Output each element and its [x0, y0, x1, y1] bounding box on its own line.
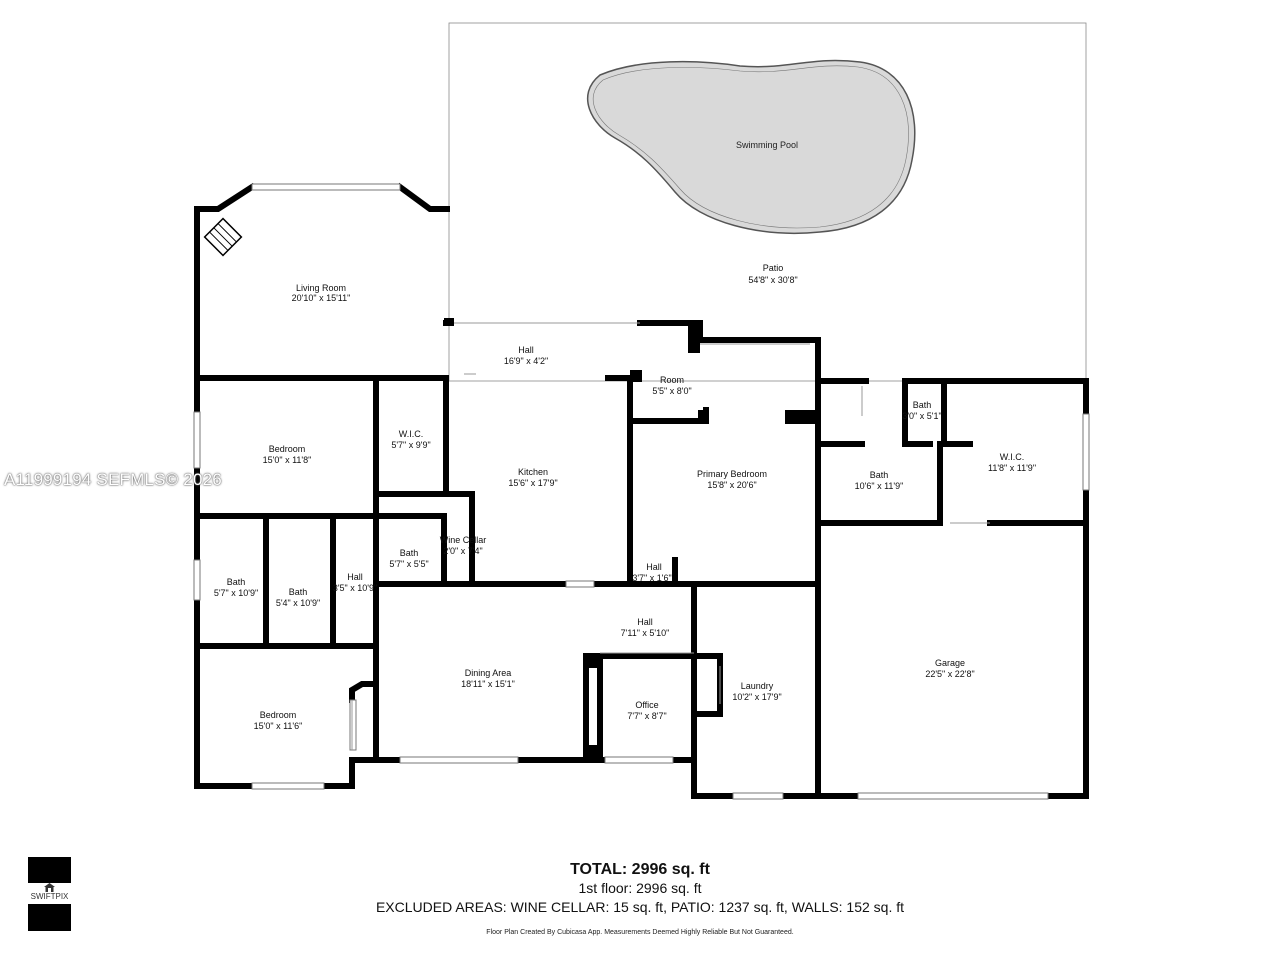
room-dims: 22'5" x 22'8" — [925, 669, 974, 679]
room-dims: 11'8" x 11'9" — [988, 463, 1036, 473]
room-name: Office — [635, 700, 658, 710]
room-name: Wine Cellar — [440, 535, 487, 545]
room-name: Dining Area — [465, 668, 512, 678]
room-name: Bath — [289, 587, 308, 597]
swimming-pool — [587, 59, 916, 234]
room-dims: 10'2" x 17'9" — [732, 692, 781, 702]
room-primary-bedroom: Primary Bedroom 15'8" x 20'6" — [697, 469, 767, 490]
logo-brand-text: SWIFTPIX — [30, 892, 69, 901]
patio-outline — [448, 22, 1087, 382]
room-kitchen: Kitchen 15'6" x 17'9" — [508, 467, 557, 488]
room-hall-left: Hall 3'5" x 10'9" — [333, 572, 377, 593]
floor-area: 1st floor: 2996 sq. ft — [578, 880, 702, 896]
room-dims: 3'0" x 5'1" — [902, 411, 941, 421]
room-bedroom-1: Bedroom 15'0" x 11'8" — [263, 444, 312, 465]
room-name: Hall — [518, 345, 534, 355]
room-name: W.I.C. — [1000, 452, 1025, 462]
room-hall-small: Hall 3'7" x 1'6" — [632, 562, 671, 583]
room-name: Bedroom — [260, 710, 297, 720]
room-dims: 15'0" x 11'6" — [254, 721, 303, 731]
logo-block-top — [28, 857, 71, 883]
room-name: Hall — [637, 617, 653, 627]
room-wine-cellar: Wine Cellar 2'0" x 7'4" — [440, 535, 487, 556]
room-bath-left-1: Bath 5'7" x 10'9" — [214, 577, 258, 598]
room-name: Hall — [347, 572, 363, 582]
room-name: Bath — [400, 548, 419, 558]
excluded-areas: EXCLUDED AREAS: WINE CELLAR: 15 sq. ft, … — [375, 899, 905, 915]
room-name: Patio — [763, 263, 784, 273]
room-dims: 20'10" x 15'11" — [292, 293, 351, 303]
total-area: TOTAL: 2996 sq. ft — [570, 861, 710, 878]
mls-watermark: A11999194 SEFMLS© 2026 — [4, 470, 222, 489]
room-bedroom-2: Bedroom 15'0" x 11'6" — [254, 710, 303, 731]
room-dims: 5'7" x 10'9" — [214, 588, 258, 598]
room-dims: 5'7" x 5'5" — [389, 559, 428, 569]
room-name: Bath — [870, 470, 889, 480]
room-name: Primary Bedroom — [697, 469, 767, 479]
room-living-room: Living Room 20'10" x 15'11" — [292, 283, 351, 303]
room-wic-right: W.I.C. 11'8" x 11'9" — [988, 452, 1036, 473]
room-hall-top: Hall 16'9" x 4'2" — [504, 345, 548, 366]
room-dims: 15'6" x 17'9" — [508, 478, 557, 488]
house-icon — [44, 883, 55, 892]
room-name: Hall — [646, 562, 662, 572]
windows — [193, 183, 1090, 800]
room-dims: 3'7" x 1'6" — [632, 573, 671, 583]
room-laundry: Laundry 10'2" x 17'9" — [732, 681, 781, 702]
disclaimer-note: Floor Plan Created By Cubicasa App. Meas… — [486, 929, 794, 936]
room-dims: 54'8" x 30'8" — [748, 275, 797, 285]
room-bath-center: Bath 5'7" x 5'5" — [389, 548, 428, 569]
room-bath-left-2: Bath 5'4" x 10'9" — [276, 587, 320, 608]
swimming-pool-label: Swimming Pool — [736, 140, 798, 150]
room-hall-mid: Hall 7'11" x 5'10" — [621, 617, 670, 638]
room-name: W.I.C. — [399, 429, 424, 439]
room-name: Bedroom — [269, 444, 306, 454]
room-office: Office 7'7" x 8'7" — [627, 700, 666, 721]
room-name: Room — [660, 375, 684, 385]
room-dims: 18'11" x 15'1" — [461, 679, 515, 689]
room-dims: 10'6" x 11'9" — [855, 481, 904, 491]
room-labels: Patio 54'8" x 30'8" Living Room 20'10" x… — [214, 263, 1036, 731]
room-dims: 7'7" x 8'7" — [627, 711, 666, 721]
room-dims: 2'0" x 7'4" — [443, 546, 482, 556]
fireplace-icon — [203, 217, 243, 257]
room-name: Living Room — [296, 283, 346, 293]
room-dims: 5'4" x 10'9" — [276, 598, 320, 608]
swiftpix-logo: SWIFTPIX — [28, 857, 71, 931]
room-name: Laundry — [741, 681, 774, 691]
room-dims: 5'5" x 8'0" — [652, 386, 691, 396]
room-dims: 16'9" x 4'2" — [504, 356, 548, 366]
room-room: Room 5'5" x 8'0" — [652, 375, 691, 396]
openings — [351, 322, 990, 750]
room-primary-bath: Bath 10'6" x 11'9" — [855, 470, 904, 491]
room-name: Kitchen — [518, 467, 548, 477]
room-dims: 5'7" x 9'9" — [391, 440, 430, 450]
logo-block-bottom — [28, 904, 71, 931]
room-dims: 15'8" x 20'6" — [707, 480, 756, 490]
room-dims: 3'5" x 10'9" — [333, 583, 377, 593]
room-bath-small: Bath 3'0" x 5'1" — [902, 400, 941, 421]
room-garage: Garage 22'5" x 22'8" — [925, 658, 974, 679]
wall-blocks — [444, 318, 818, 763]
room-wic-left: W.I.C. 5'7" x 9'9" — [391, 429, 430, 450]
room-patio: Patio 54'8" x 30'8" — [748, 263, 797, 285]
room-dims: 7'11" x 5'10" — [621, 628, 670, 638]
room-name: Bath — [227, 577, 246, 587]
room-dining-area: Dining Area 18'11" x 15'1" — [461, 668, 515, 689]
room-name: Garage — [935, 658, 965, 668]
room-name: Bath — [913, 400, 932, 410]
room-dims: 15'0" x 11'8" — [263, 455, 312, 465]
